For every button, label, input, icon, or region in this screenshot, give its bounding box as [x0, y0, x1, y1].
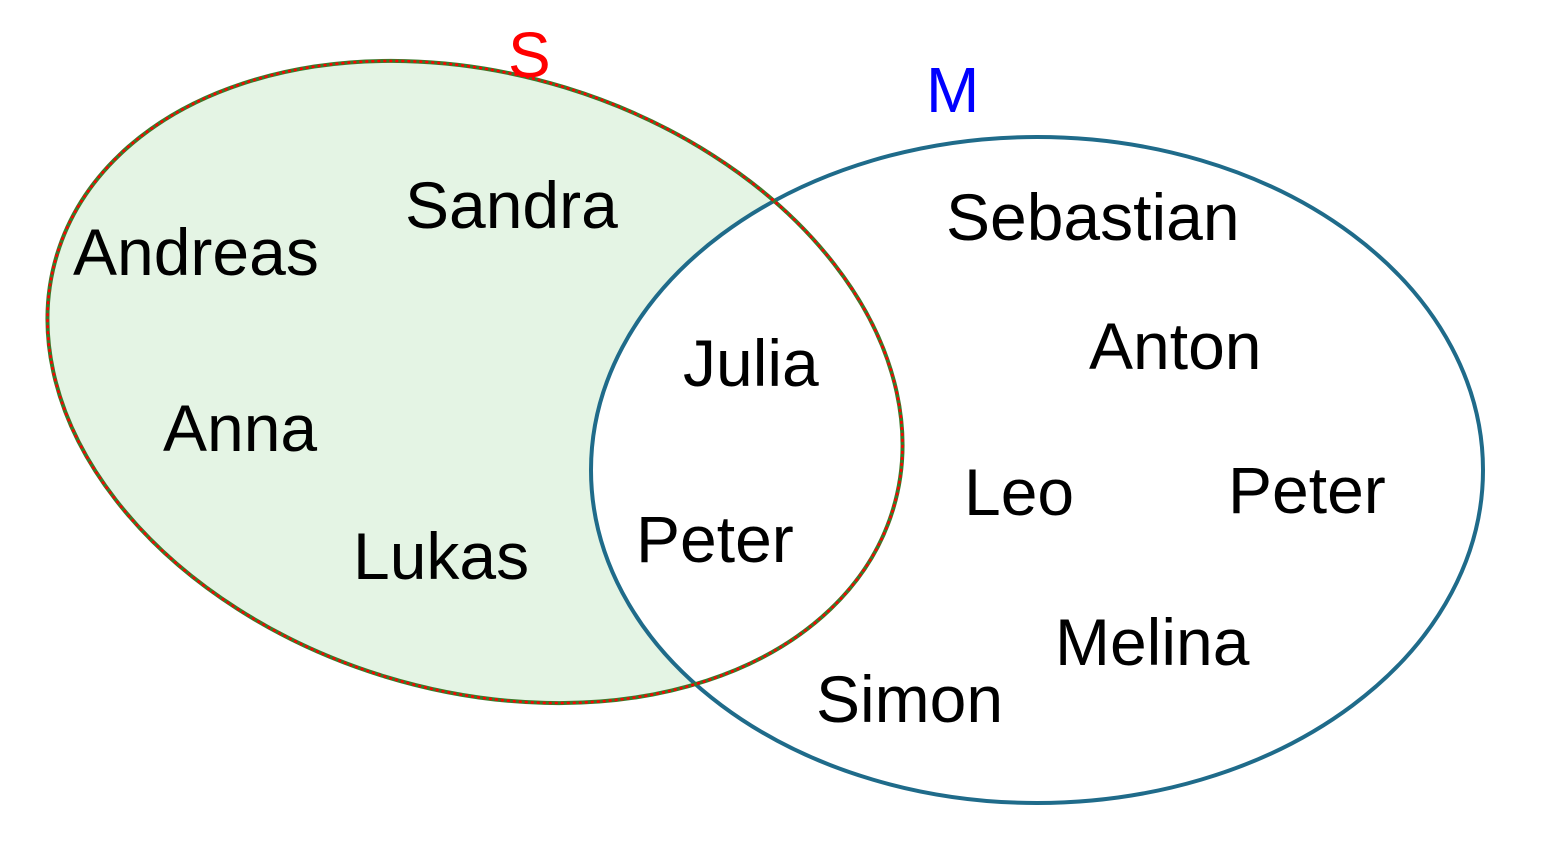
set-m-label: M: [926, 54, 979, 126]
member-m-leo: Leo: [964, 455, 1074, 529]
member-m-melina: Melina: [1055, 605, 1250, 679]
member-m-anton: Anton: [1089, 309, 1261, 383]
member-m-simon: Simon: [816, 662, 1003, 736]
member-s-lukas: Lukas: [353, 519, 529, 593]
set-s-outline-dash: [46, 59, 904, 705]
member-s-andreas: Andreas: [73, 215, 319, 289]
member-m-sebastian: Sebastian: [946, 180, 1240, 254]
set-m-ellipse: [589, 135, 1485, 805]
set-s-label: S: [508, 19, 551, 91]
member-m-peter: Peter: [1228, 453, 1386, 527]
member-both-peter: Peter: [636, 502, 794, 576]
member-s-sandra: Sandra: [405, 168, 618, 242]
member-both-julia: Julia: [683, 326, 819, 400]
member-s-anna: Anna: [163, 391, 317, 465]
